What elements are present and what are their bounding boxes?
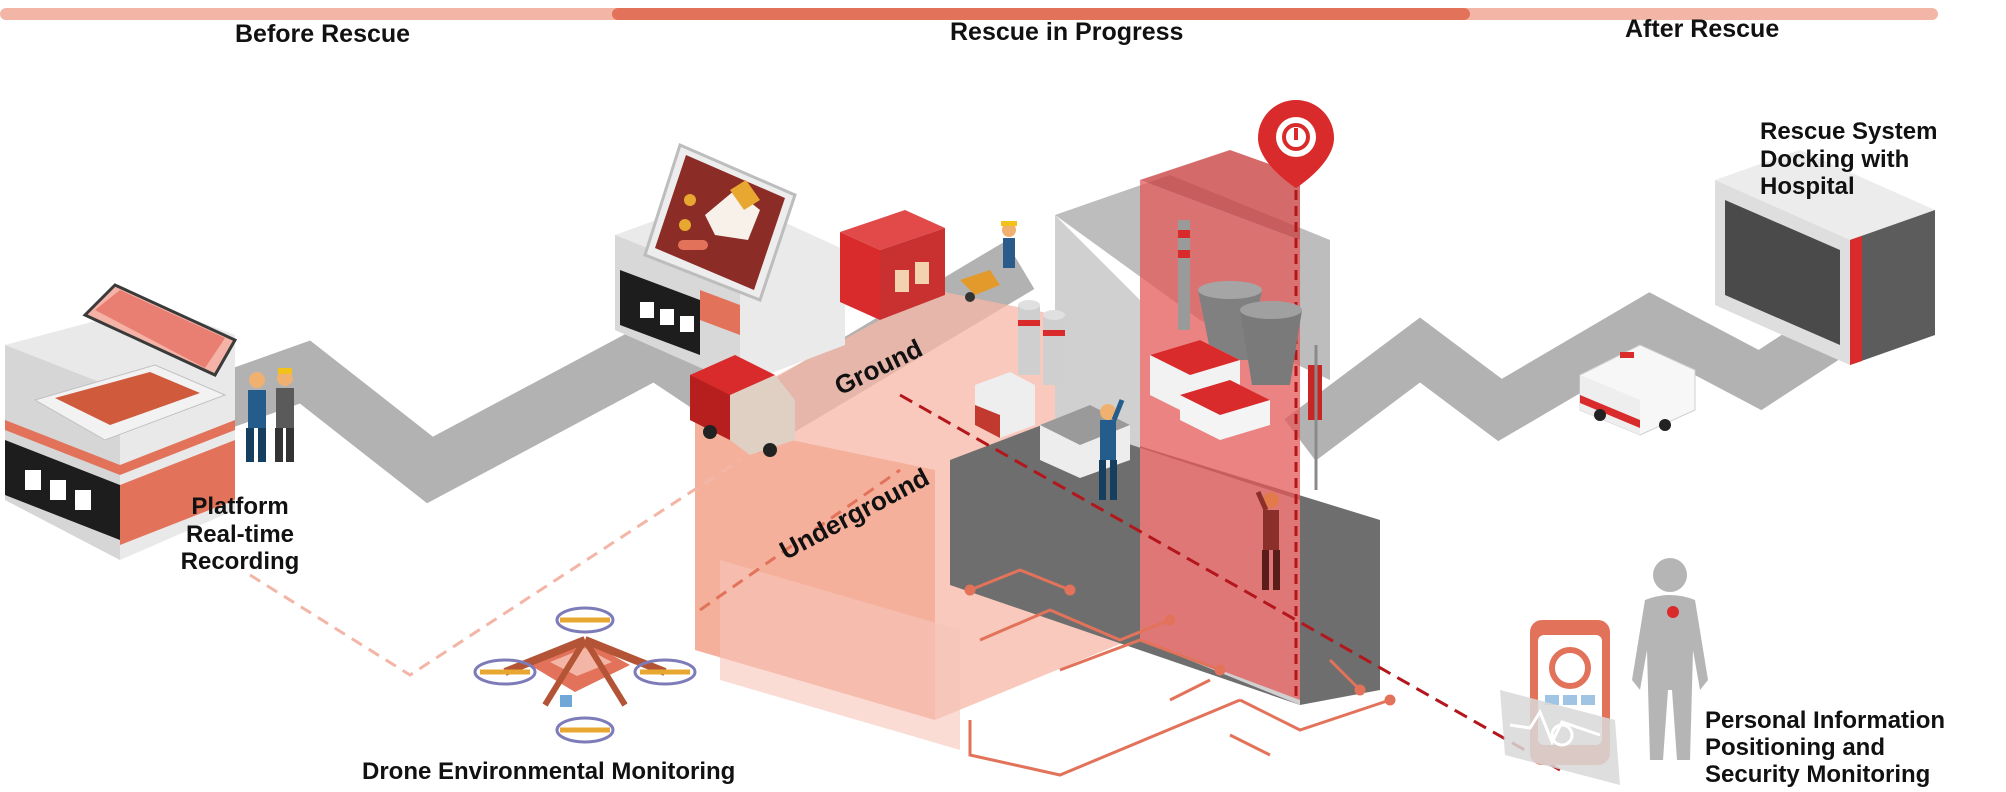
shop-building: [840, 210, 945, 320]
miner-figures: [1099, 399, 1280, 590]
human-body-icon: [1632, 558, 1708, 760]
personal-label: Personal Information Positioning and Sec…: [1705, 707, 1946, 789]
ambulance-icon: [1579, 344, 1696, 436]
phase-label-after: After Rescue: [1625, 15, 1780, 43]
drone-icon: [473, 606, 697, 744]
circuit-lines: [964, 568, 1396, 777]
tablet-icon: [643, 142, 797, 302]
laptop-icon: [33, 283, 238, 441]
hospital-label: Rescue System Docking with Hospital: [1760, 118, 1937, 201]
hospital-building: [1715, 150, 1935, 365]
industrial-plant: [1150, 220, 1322, 490]
hospital-label-line-3: Hospital: [1760, 173, 1855, 201]
personal-label-line-3: Security Monitoring: [1705, 760, 1931, 788]
health-monitor-card: [1500, 690, 1620, 785]
worker-wheelbarrow: [960, 221, 1017, 302]
platform-label-line-3: Recording: [180, 548, 300, 576]
hospital-label-line-1: Rescue System: [1760, 118, 1938, 145]
platform-label-line-1: Platform: [191, 493, 289, 520]
phase-label-progress: Rescue in Progress: [950, 18, 1184, 46]
location-pin-icon: [1258, 100, 1334, 700]
platform-label: Platform Real-time Recording: [165, 493, 315, 576]
engineer-figures: [246, 368, 294, 462]
phase-bar: [0, 8, 1938, 20]
personal-label-line-2: Positioning and: [1705, 733, 1885, 761]
hospital-label-line-2: Docking with: [1760, 145, 1910, 173]
platform-label-line-2: Real-time: [185, 520, 295, 548]
personal-label-line-1: Personal Information: [1705, 707, 1946, 734]
phase-label-before: Before Rescue: [235, 20, 411, 48]
dashed-links: [249, 263, 1561, 772]
truck-icon: [690, 355, 795, 457]
drone-label: Drone Environmental Monitoring: [362, 758, 736, 785]
